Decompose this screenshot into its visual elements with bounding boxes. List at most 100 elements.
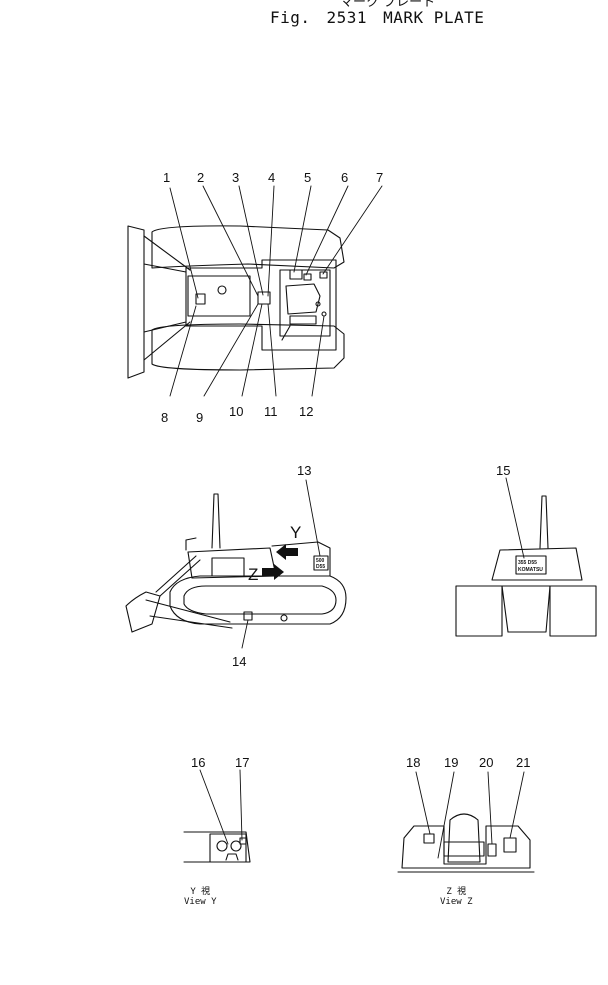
top-view-filler-cap <box>217 285 227 295</box>
view-y-key-switch <box>225 853 239 861</box>
callout-17: 17 <box>235 755 249 770</box>
side-view-track <box>169 575 347 625</box>
callout-14: 14 <box>232 654 246 669</box>
side-view-blade <box>125 591 161 633</box>
callout-15: 15 <box>496 463 510 478</box>
top-view-seat-back <box>289 315 317 325</box>
view-z-caption-jp: Z 視 <box>446 887 467 897</box>
view-y <box>183 769 251 863</box>
plate-13-line-1: 500 <box>316 558 325 564</box>
top-view-push-arm-lower <box>143 321 191 361</box>
top-view-frame <box>185 259 337 351</box>
top-view <box>127 225 345 379</box>
callout-10: 10 <box>229 404 243 419</box>
view-y-caption: Y 視 View Y <box>184 887 217 907</box>
arrow-label-y: Y <box>290 523 301 542</box>
callout-numbers: 1 2 3 4 5 6 7 8 9 10 11 12 13 14 15 16 1… <box>161 170 530 770</box>
view-z-caption: Z 視 View Z <box>440 887 473 907</box>
rear-view-plate-15 <box>515 555 547 575</box>
plate-13-line-2: D55 <box>316 564 325 570</box>
view-z-plate-20 <box>487 843 497 857</box>
callout-13: 13 <box>297 463 311 478</box>
view-z-seat-cushion <box>443 841 485 857</box>
top-view-track-lower <box>151 323 345 371</box>
callout-16: 16 <box>191 755 205 770</box>
callout-19: 19 <box>444 755 458 770</box>
top-view-push-arm-upper <box>143 235 191 273</box>
top-view-knob-a <box>315 301 321 307</box>
view-z <box>397 771 535 873</box>
side-view-arrow-z <box>262 564 284 580</box>
view-y-leader-16 <box>199 769 229 845</box>
top-view-plate-7 <box>319 271 328 279</box>
callout-21: 21 <box>516 755 530 770</box>
side-view-track-inner <box>183 585 337 615</box>
top-view-track-upper <box>151 225 345 269</box>
top-view-engine-hood <box>187 275 251 317</box>
side-view-leader-14 <box>241 619 249 649</box>
plate-lettering: 500 D55 355 D55 KOMATSU <box>316 558 543 573</box>
side-view-arrow-y <box>276 544 298 560</box>
arrow-label-z: Z <box>248 565 258 584</box>
figure-title-text: MARK PLATE <box>383 8 485 27</box>
callout-8: 8 <box>161 410 168 425</box>
view-y-caption-jp: Y 視 <box>190 887 211 897</box>
fig-label: Fig. <box>270 8 311 27</box>
plate-15-line-1: 355 D55 <box>518 560 537 566</box>
callout-5: 5 <box>304 170 311 185</box>
figure-title: Fig. 2531 MARK PLATE <box>270 8 500 27</box>
view-z-leader-18 <box>415 771 431 835</box>
view-z-plate-18 <box>423 833 435 844</box>
fig-number: 2531 <box>326 8 368 27</box>
rear-view-exhaust <box>539 495 549 549</box>
rear-view-track-left <box>455 585 503 637</box>
rear-view <box>455 477 597 637</box>
side-view-cab <box>271 541 331 577</box>
view-z-leader-19 <box>437 771 455 859</box>
top-view-leaders <box>169 185 383 397</box>
side-view-radiator <box>185 537 197 551</box>
view-z-leader-21 <box>509 771 525 839</box>
callout-11: 11 <box>264 404 278 419</box>
callout-9: 9 <box>196 410 203 425</box>
top-view-plate-5 <box>289 269 303 280</box>
callout-20: 20 <box>479 755 493 770</box>
figure-title-japanese: マーク プレート <box>340 0 436 10</box>
plate-15-line-2: KOMATSU <box>518 567 543 573</box>
view-y-gauge-left <box>216 840 228 852</box>
callout-4: 4 <box>268 170 275 185</box>
view-z-body-outline <box>401 825 531 869</box>
callout-12: 12 <box>299 404 313 419</box>
callout-3: 3 <box>232 170 239 185</box>
view-y-caption-en: View Y <box>184 897 217 907</box>
view-z-leader-20 <box>487 771 493 845</box>
top-view-plate-2-3 <box>257 291 271 305</box>
view-z-caption-en: View Z <box>440 897 473 907</box>
side-view-exhaust <box>211 493 221 549</box>
side-view <box>125 479 347 649</box>
side-view-plate-13 <box>313 555 329 571</box>
view-y-gauge-right <box>230 840 242 852</box>
top-view-seat <box>285 283 321 315</box>
rear-view-leader-15 <box>505 477 525 559</box>
view-z-plate-21 <box>503 837 517 853</box>
rear-view-body <box>491 547 583 581</box>
view-y-leader-17 <box>239 769 243 841</box>
side-view-push-arm <box>145 599 233 629</box>
rear-view-track-right <box>549 585 597 637</box>
top-view-plate-1 <box>195 293 206 305</box>
rear-view-frame <box>501 585 551 633</box>
side-view-roller <box>280 614 288 622</box>
top-view-knob-12 <box>321 311 327 317</box>
view-y-plate-17 <box>239 837 247 845</box>
top-view-control-lever <box>281 325 291 341</box>
callout-6: 6 <box>341 170 348 185</box>
callout-1: 1 <box>163 170 170 185</box>
top-view-cab-base <box>279 269 331 337</box>
side-view-leader-13 <box>305 479 321 557</box>
side-view-plate-14 <box>243 611 253 621</box>
side-view-radiator-plate <box>211 557 245 577</box>
callout-2: 2 <box>197 170 204 185</box>
callout-18: 18 <box>406 755 420 770</box>
